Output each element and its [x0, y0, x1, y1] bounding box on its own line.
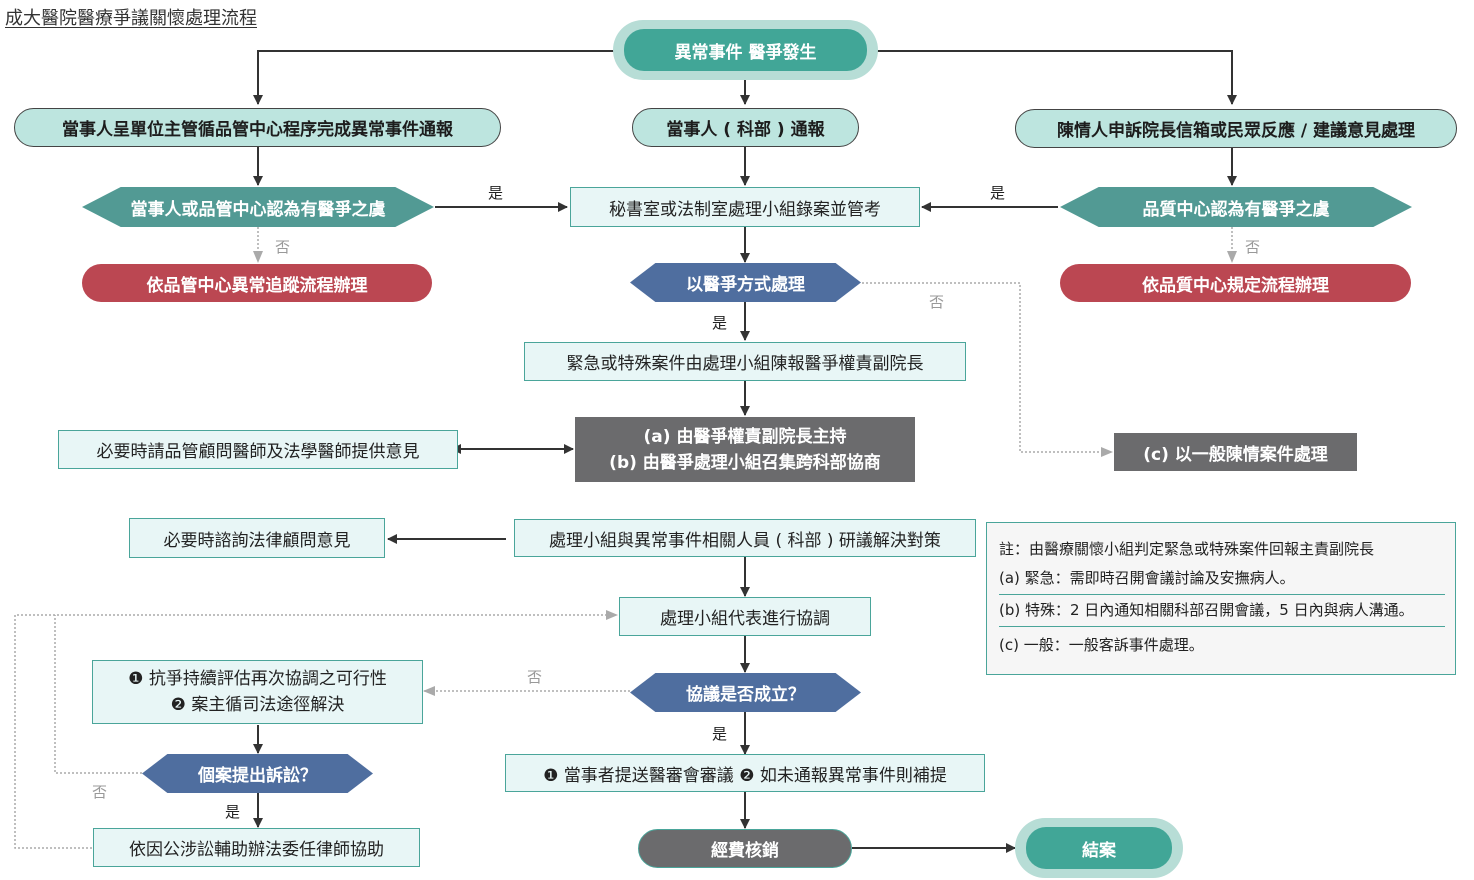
note-box: 註：由醫療關懷小組判定緊急或特殊案件回報主責副院長 (a) 緊急：需即時召開會議…	[986, 522, 1456, 675]
report-center-node: 當事人 ( 科部 ) 通報	[632, 108, 859, 147]
edge-lawsuit-no	[54, 615, 142, 774]
label-yes-left: 是	[488, 184, 504, 202]
report-right-node: 陳情人申訴院長信箱或民眾反應 / 建議意見處理	[1015, 109, 1457, 148]
note-item-a: (a) 緊急：需即時召開會議討論及安撫病人。	[999, 567, 1445, 595]
start-label: 異常事件 醫爭發生	[624, 29, 867, 71]
chair-line-b: (b) 由醫爭處理小組召集跨科部協商	[609, 452, 881, 473]
label-yes-dispute: 是	[712, 314, 728, 332]
edge-start-right	[875, 50, 1237, 105]
failed-line-1: ❶ 抗爭持續評估再次協調之可行性	[128, 669, 387, 689]
page-title: 成大醫院醫療爭議關懷處理流程	[5, 8, 257, 29]
lawyer-node: 依因公涉訟輔助辦法委任律師協助	[93, 828, 420, 867]
label-no-right: 否	[1245, 238, 1261, 256]
failed-line-2: ❷ 案主循司法途徑解決	[170, 695, 345, 715]
mediation-node: 處理小組代表進行協調	[619, 597, 871, 636]
discussion-node: 處理小組與異常事件相關人員 ( 科部 ) 研議解決對策	[514, 519, 976, 557]
decision-right: 品質中心認為有醫爭之虞	[1060, 187, 1412, 227]
decision-left: 當事人或品管中心認為有醫爭之虞	[82, 187, 434, 227]
general-case-node: (c) 以一般陳情案件處理	[1114, 433, 1357, 471]
chair-line-a: (a) 由醫爭權責副院長主持	[643, 426, 847, 447]
label-no-left: 否	[275, 238, 291, 256]
chair-node: (a) 由醫爭權責副院長主持 (b) 由醫爭處理小組召集跨科部協商	[575, 417, 915, 482]
decision-lawsuit: 個案提出訴訟？	[142, 754, 373, 793]
follow-left-node: 依品管中心異常追蹤流程辦理	[82, 264, 432, 302]
decision-dispute: 以醫爭方式處理	[630, 263, 861, 302]
end-node: 結案	[1015, 818, 1183, 878]
expense-node: 經費核銷	[638, 829, 852, 868]
edge-start-left	[253, 50, 615, 105]
label-yes-right: 是	[990, 184, 1006, 202]
edge-lawyer-loop	[14, 610, 618, 849]
label-no-dispute: 否	[929, 293, 945, 311]
decision-agreement: 協議是否成立？	[630, 673, 861, 712]
start-node: 異常事件 醫爭發生	[613, 20, 878, 80]
end-label: 結案	[1026, 827, 1172, 869]
secretary-node: 秘書室或法制室處理小組錄案並管考	[570, 187, 920, 227]
failed-node: ❶ 抗爭持續評估再次協調之可行性 ❷ 案主循司法途徑解決	[92, 660, 423, 724]
legal-advice-node: 必要時諮詢法律顧問意見	[129, 518, 385, 558]
note-heading: 註：由醫療關懷小組判定緊急或特殊案件回報主責副院長	[999, 540, 1375, 558]
label-no-agreement: 否	[527, 668, 543, 686]
label-yes-lawsuit: 是	[225, 803, 241, 821]
report-left-node: 當事人呈單位主管循品管中心程序完成異常事件通報	[14, 108, 501, 147]
edge-dispute-no	[862, 282, 1113, 457]
label-no-lawsuit: 否	[92, 783, 108, 801]
follow-right-node: 依品質中心規定流程辦理	[1060, 264, 1411, 302]
note-item-c: (c) 一般：一般客訴事件處理。	[999, 636, 1204, 654]
success-node: ❶ 當事者提送醫審會審議 ❷ 如未通報異常事件則補提	[505, 754, 985, 792]
note-item-b: (b) 特殊：2 日內通知相關科部召開會議，5 日內與病人溝通。	[999, 599, 1445, 627]
label-yes-agreement: 是	[712, 725, 728, 743]
consult-doctors-node: 必要時請品管顧問醫師及法學醫師提供意見	[58, 430, 458, 469]
urgent-report-node: 緊急或特殊案件由處理小組陳報醫爭權責副院長	[524, 342, 966, 381]
